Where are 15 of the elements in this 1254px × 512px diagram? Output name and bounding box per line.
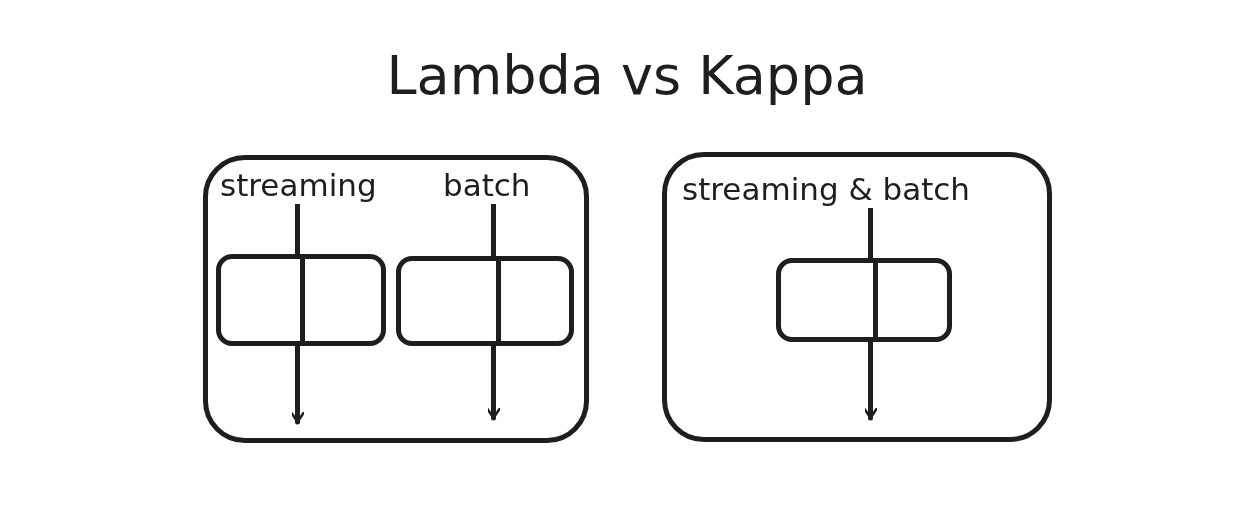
stream-label: batch xyxy=(443,168,563,204)
stream-label: streaming xyxy=(220,168,410,204)
connector-line xyxy=(491,204,496,256)
connector-line xyxy=(868,208,873,258)
arrow xyxy=(863,339,878,421)
diagram-title: Lambda vs Kappa xyxy=(385,44,869,107)
arrow xyxy=(290,343,305,425)
architecture-container xyxy=(662,152,1052,442)
stream-label: streaming & batch xyxy=(682,172,1032,208)
processing-box xyxy=(396,256,574,346)
processing-box xyxy=(216,254,386,346)
processing-box xyxy=(776,258,952,342)
arrow xyxy=(486,343,501,421)
architecture-container xyxy=(203,155,589,443)
connector-line xyxy=(295,204,300,254)
